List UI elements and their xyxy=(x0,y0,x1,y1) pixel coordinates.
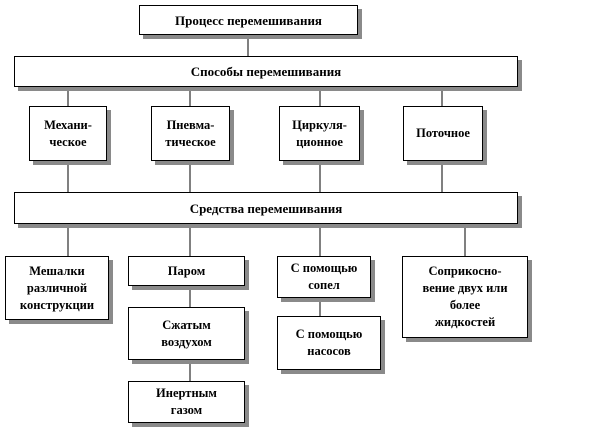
node-means: Средства перемешивания xyxy=(14,192,518,224)
node-mixers: Мешалки различной конструкции xyxy=(5,256,109,320)
node-methods: Способы перемешивания xyxy=(14,56,518,87)
node-nozzles: С помощью сопел xyxy=(277,256,371,298)
node-process: Процесс перемешивания xyxy=(139,5,358,35)
node-flow: Поточное xyxy=(403,106,483,161)
node-steam: Паром xyxy=(128,256,245,286)
node-compressed-air: Сжатым воздухом xyxy=(128,307,245,360)
node-inert-gas: Инертным газом xyxy=(128,381,245,423)
node-circulation: Циркуля- ционное xyxy=(279,106,360,161)
node-pneumatic: Пневма- тическое xyxy=(151,106,230,161)
node-contact: Соприкосно- вение двух или более жидкост… xyxy=(402,256,528,338)
node-mechanical: Механи- ческое xyxy=(29,106,107,161)
node-pumps: С помощью насосов xyxy=(277,316,381,370)
